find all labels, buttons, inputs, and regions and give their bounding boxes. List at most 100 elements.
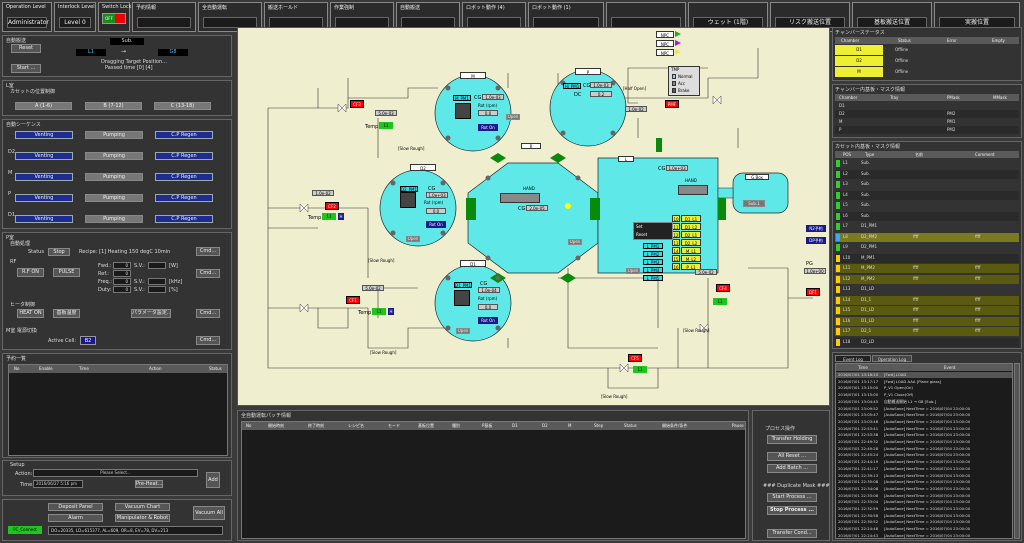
log-row[interactable]: 2016/07/01 22:49:28[AutoSave] NextTime =… <box>836 446 1012 452</box>
pumping-button[interactable]: Pumping <box>85 131 143 139</box>
cp-regen-button[interactable]: C.P Regen <box>155 194 213 202</box>
manipulator-button[interactable]: Manipulator & Robot <box>115 514 170 522</box>
mask-info-row[interactable]: D1 <box>835 102 1019 110</box>
chamber-m-rot-button[interactable]: Rot On <box>478 124 498 131</box>
transfer-cond-button[interactable]: Transfer Cond... <box>767 529 817 538</box>
add-batch-button[interactable]: Add Batch ... <box>767 464 817 473</box>
chamber-r-open[interactable]: Open <box>568 239 582 245</box>
vacuum-all-button[interactable]: Vacuum All <box>193 506 225 520</box>
log-row[interactable]: 2016/07/01 22:49:32[AutoSave] NextTime =… <box>836 439 1012 445</box>
chamber-d2-rot-button[interactable]: Rot On <box>426 221 446 228</box>
action-select[interactable]: Please Select... <box>33 469 198 477</box>
log-row[interactable]: 2016/07/01 23:03:46[AutoSave] NextTime =… <box>836 419 1012 425</box>
deposit-panel-button[interactable]: Deposit Panel <box>48 503 103 511</box>
pulse-button[interactable]: PULSE <box>53 268 80 277</box>
reset-button[interactable]: Reset <box>11 44 41 53</box>
chamber-d1-open[interactable]: Open <box>456 328 470 334</box>
rf-on-button[interactable]: R.F ON <box>17 268 44 277</box>
log-row[interactable]: 2016/07/01 23:05:47[AutoSave] NextTime =… <box>836 412 1012 418</box>
log-row[interactable]: 2016/07/01 22:35:08[AutoSave] NextTime =… <box>836 479 1012 485</box>
rf-sv-input[interactable] <box>148 278 166 285</box>
venting-button[interactable]: Venting <box>15 173 73 181</box>
log-row[interactable]: 2016/07/01 22:24:43[AutoSave] NextTime =… <box>836 533 1012 538</box>
rf-sv-input[interactable] <box>148 262 166 269</box>
cp-regen-button[interactable]: C.P Regen <box>155 131 213 139</box>
log-row[interactable]: 2016/07/01 22:53:41[AutoSave] NextTime =… <box>836 426 1012 432</box>
log-row[interactable]: 2016/07/01 22:30:52[AutoSave] NextTime =… <box>836 519 1012 525</box>
venting-button[interactable]: Venting <box>15 152 73 160</box>
chamber-d1-rot-button[interactable]: Rot On <box>478 317 498 324</box>
heat-on-button[interactable]: HEAT ON <box>17 309 44 318</box>
cp-regen-button[interactable]: C.P Regen <box>155 173 213 181</box>
header-box-value[interactable] <box>203 17 257 28</box>
pumping-button[interactable]: Pumping <box>85 173 143 181</box>
slot-c-button[interactable]: C (13-18) <box>154 102 211 110</box>
stop-process-button[interactable]: Stop Process ... <box>767 506 817 515</box>
tab-operation-log[interactable]: Operation Log <box>872 355 912 362</box>
pre-heat-button[interactable]: Pre-Heat... <box>135 480 163 488</box>
log-row[interactable]: 2016/07/01 13:18:20[Fwd] LOAD <box>836 372 1012 378</box>
log-row[interactable]: 2016/07/01 22:39:13[AutoSave] NextTime =… <box>836 473 1012 479</box>
log-row[interactable]: 2016/07/01 22:44:19[AutoSave] NextTime =… <box>836 459 1012 465</box>
context-menu-reset[interactable]: Reset <box>636 232 648 237</box>
switch-lock-toggle[interactable]: OFF <box>102 13 126 24</box>
chamber-m-open[interactable]: Open <box>506 114 520 120</box>
log-row[interactable]: 2016/07/01 22:41:17[AutoSave] NextTime =… <box>836 466 1012 472</box>
cmd-button-2[interactable]: Cmd... <box>196 269 220 278</box>
log-row[interactable]: 2016/07/01 22:32:59[AutoSave] NextTime =… <box>836 506 1012 512</box>
slot-a-button[interactable]: A (1-6) <box>15 102 72 110</box>
time-input[interactable]: 2016/06/27 5:16 pm <box>33 480 83 488</box>
cp-regen-button[interactable]: C.P Regen <box>155 152 213 160</box>
cmd-button-1[interactable]: Cmd... <box>196 247 220 256</box>
rf-sv-input[interactable] <box>148 286 166 293</box>
cmd-button-3[interactable]: Cmd... <box>196 309 220 318</box>
context-menu-set[interactable]: Set <box>636 224 643 229</box>
chamber-l-open[interactable]: Open <box>626 268 640 274</box>
cp-regen-button[interactable]: C.P Regen <box>155 215 213 223</box>
log-row[interactable]: 2016/07/01 22:53:38[AutoSave] NextTime =… <box>836 432 1012 438</box>
venting-button[interactable]: Venting <box>15 194 73 202</box>
log-row[interactable]: 2016/07/01 13:17:17[Fwd] LOAD AAA [Plane… <box>836 379 1012 385</box>
heat-mode-button[interactable]: 基板温度 <box>53 309 80 318</box>
pumping-button[interactable]: Pumping <box>85 215 143 223</box>
start-button[interactable]: Start ... <box>11 64 41 73</box>
log-row[interactable]: 2016/07/01 22:45:24[AutoSave] NextTime =… <box>836 452 1012 458</box>
log-row[interactable]: 2016/07/01 22:33:04[AutoSave] NextTime =… <box>836 499 1012 505</box>
log-row[interactable]: 2016/07/01 22:33:08[AutoSave] NextTime =… <box>836 493 1012 499</box>
log-scrollbar[interactable] <box>1014 363 1020 539</box>
interlock-level-value[interactable]: Level 0 <box>59 17 91 28</box>
venting-button[interactable]: Venting <box>15 131 73 139</box>
alarm-button[interactable]: Alarm <box>48 514 103 522</box>
venting-button[interactable]: Venting <box>15 215 73 223</box>
start-process-button[interactable]: Start Process ... <box>767 493 817 502</box>
header-box-value[interactable] <box>137 17 191 28</box>
transfer-holding-button[interactable]: Transfer Holding <box>767 435 817 444</box>
slot-b-button[interactable]: B (7-12) <box>85 102 142 110</box>
operation-level-value[interactable]: Administrator <box>7 17 49 28</box>
heat-param-button[interactable]: パラメータ設定... <box>131 309 171 318</box>
log-row[interactable]: 2016/07/01 22:34:08[AutoSave] NextTime =… <box>836 486 1012 492</box>
pumping-button[interactable]: Pumping <box>85 152 143 160</box>
